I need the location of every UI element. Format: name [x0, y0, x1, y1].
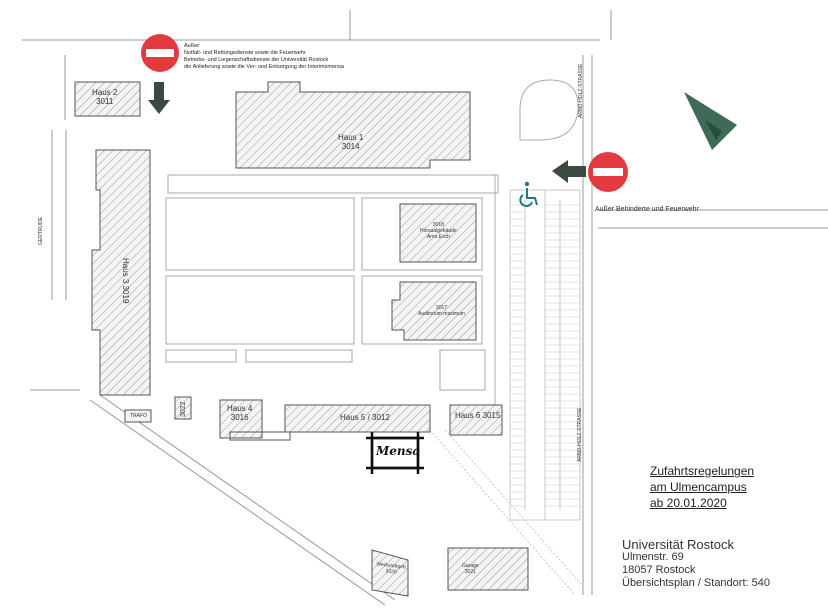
parking-stripes: [510, 204, 580, 507]
building-haus5: [284, 404, 431, 433]
title-block: Zufahrtsregelungen am Ulmencampus ab 20.…: [650, 463, 754, 511]
building-haus6: [449, 404, 503, 436]
building-haus3: [91, 149, 151, 396]
note-line: Notfall- und Rettungsdienste sowie die F…: [184, 50, 306, 56]
wheelchair-icon: [519, 181, 538, 207]
building-werkstatt: [371, 549, 409, 597]
street-label-east-lower: ARNO-HOLZ-STRASSE: [577, 407, 583, 462]
building-trafo: [124, 409, 152, 423]
street-lines: [22, 10, 828, 606]
label-mensa: Mensa: [376, 444, 421, 458]
building-haus1: [235, 81, 471, 169]
building-south-strip: [229, 431, 291, 441]
title-line: am Ulmencampus: [650, 480, 747, 494]
arrow-left-icon: [552, 160, 586, 183]
building-hoersaal: [399, 203, 477, 263]
campus-roads: [165, 174, 499, 410]
address-city: 18057 Rostock: [622, 564, 696, 576]
label-haus5: Haus 5 / 3012: [340, 413, 390, 422]
note-line: Betriebs- und Liegenschaftsdienste der U…: [184, 57, 329, 63]
address-block: Universität Rostock Ulmenstr. 69 18057 R…: [622, 538, 770, 590]
no-entry-sign-icon: [141, 34, 179, 72]
turning-loop: [519, 79, 579, 141]
label-3022: 3022: [180, 401, 187, 417]
building-auditorium: [391, 281, 477, 341]
university-name: Universität Rostock: [622, 537, 734, 552]
plan-location: Übersichtsplan / Standort: 540: [622, 577, 770, 589]
title-line: Zufahrtsregelungen: [650, 464, 755, 478]
title-line: ab 20.01.2020: [650, 496, 727, 510]
note-line: Außer:: [184, 43, 201, 49]
mensa-marker: [366, 432, 424, 474]
note-line: die Anlieferung sowie die Ver- und Entso…: [184, 64, 344, 70]
parking-area: [509, 189, 581, 521]
label-trafo: TRAFO: [130, 413, 147, 419]
address-street: Ulmenstr. 69: [622, 551, 684, 563]
building-haus2: [74, 81, 141, 117]
access-exception-note: Außer: Notfall- und Rettungsdienste sowi…: [184, 43, 344, 71]
building-garage: [447, 547, 529, 591]
north-arrow-icon: [684, 92, 737, 150]
no-entry-sign-icon: [588, 152, 628, 192]
building-3022: [174, 396, 192, 420]
label-haus6: Haus 6 3015: [455, 411, 501, 420]
label-haus3: Haus 3 3019: [121, 258, 130, 304]
street-label-east-upper: ARNO-HOLZ-STRASSE: [578, 63, 584, 118]
arrow-down-icon: [148, 82, 170, 114]
street-label-west: GERTRUDE: [38, 217, 44, 245]
east-exception-note: Außer Behinderte und Feuerwehr: [595, 206, 699, 213]
footpath: [429, 429, 583, 596]
